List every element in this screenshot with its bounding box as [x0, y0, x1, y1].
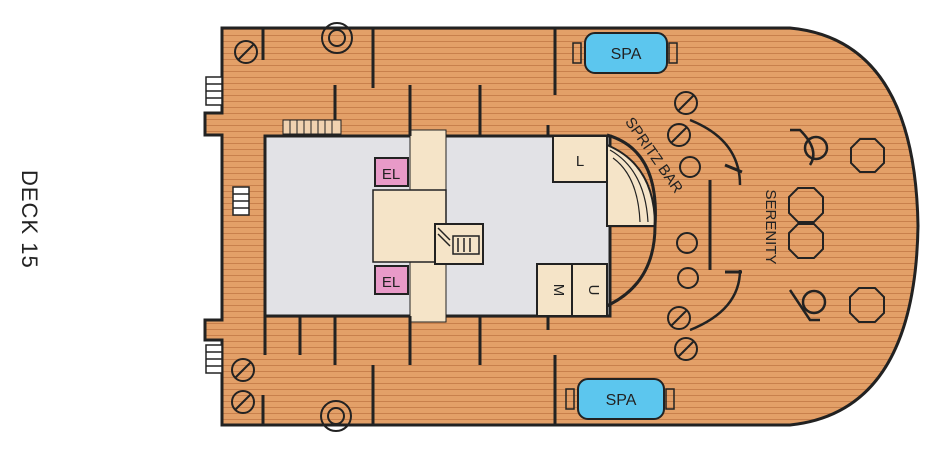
bar-curve-wall: [574, 133, 657, 318]
stair-icon: [437, 227, 480, 255]
stairs-left-top: [205, 76, 223, 106]
spa-top-label: SPA: [611, 46, 642, 63]
bar-inner-line-2: [612, 157, 641, 223]
room-u: U: [571, 263, 608, 317]
grille-top: [282, 119, 342, 135]
elevator-lobby: [372, 189, 447, 263]
elevator-bottom-label: EL: [382, 274, 400, 291]
round-tables: [676, 138, 885, 323]
spa-bottom: SPA: [565, 378, 675, 420]
room-u-label: U: [585, 285, 602, 296]
serenity-label: SERENITY: [762, 189, 779, 264]
room-m: M: [536, 263, 573, 317]
stairs-left-mid: [232, 186, 250, 216]
elevator-top-label: EL: [382, 166, 400, 183]
partition-walls: [261, 28, 743, 425]
room-m-label: M: [550, 284, 567, 297]
bar-inner-line: [609, 149, 649, 223]
serenity-dividers: [689, 118, 829, 332]
spa-bottom-label: SPA: [606, 392, 637, 409]
stairs-left-bottom: [205, 344, 223, 374]
lounger-chairs: [231, 22, 698, 432]
room-l-label: L: [576, 153, 584, 170]
elevator-bottom: EL: [374, 265, 409, 295]
room-l: L: [552, 135, 608, 183]
stair-core: [434, 223, 484, 265]
elevator-top: EL: [374, 157, 409, 187]
spa-top: SPA: [572, 32, 678, 74]
